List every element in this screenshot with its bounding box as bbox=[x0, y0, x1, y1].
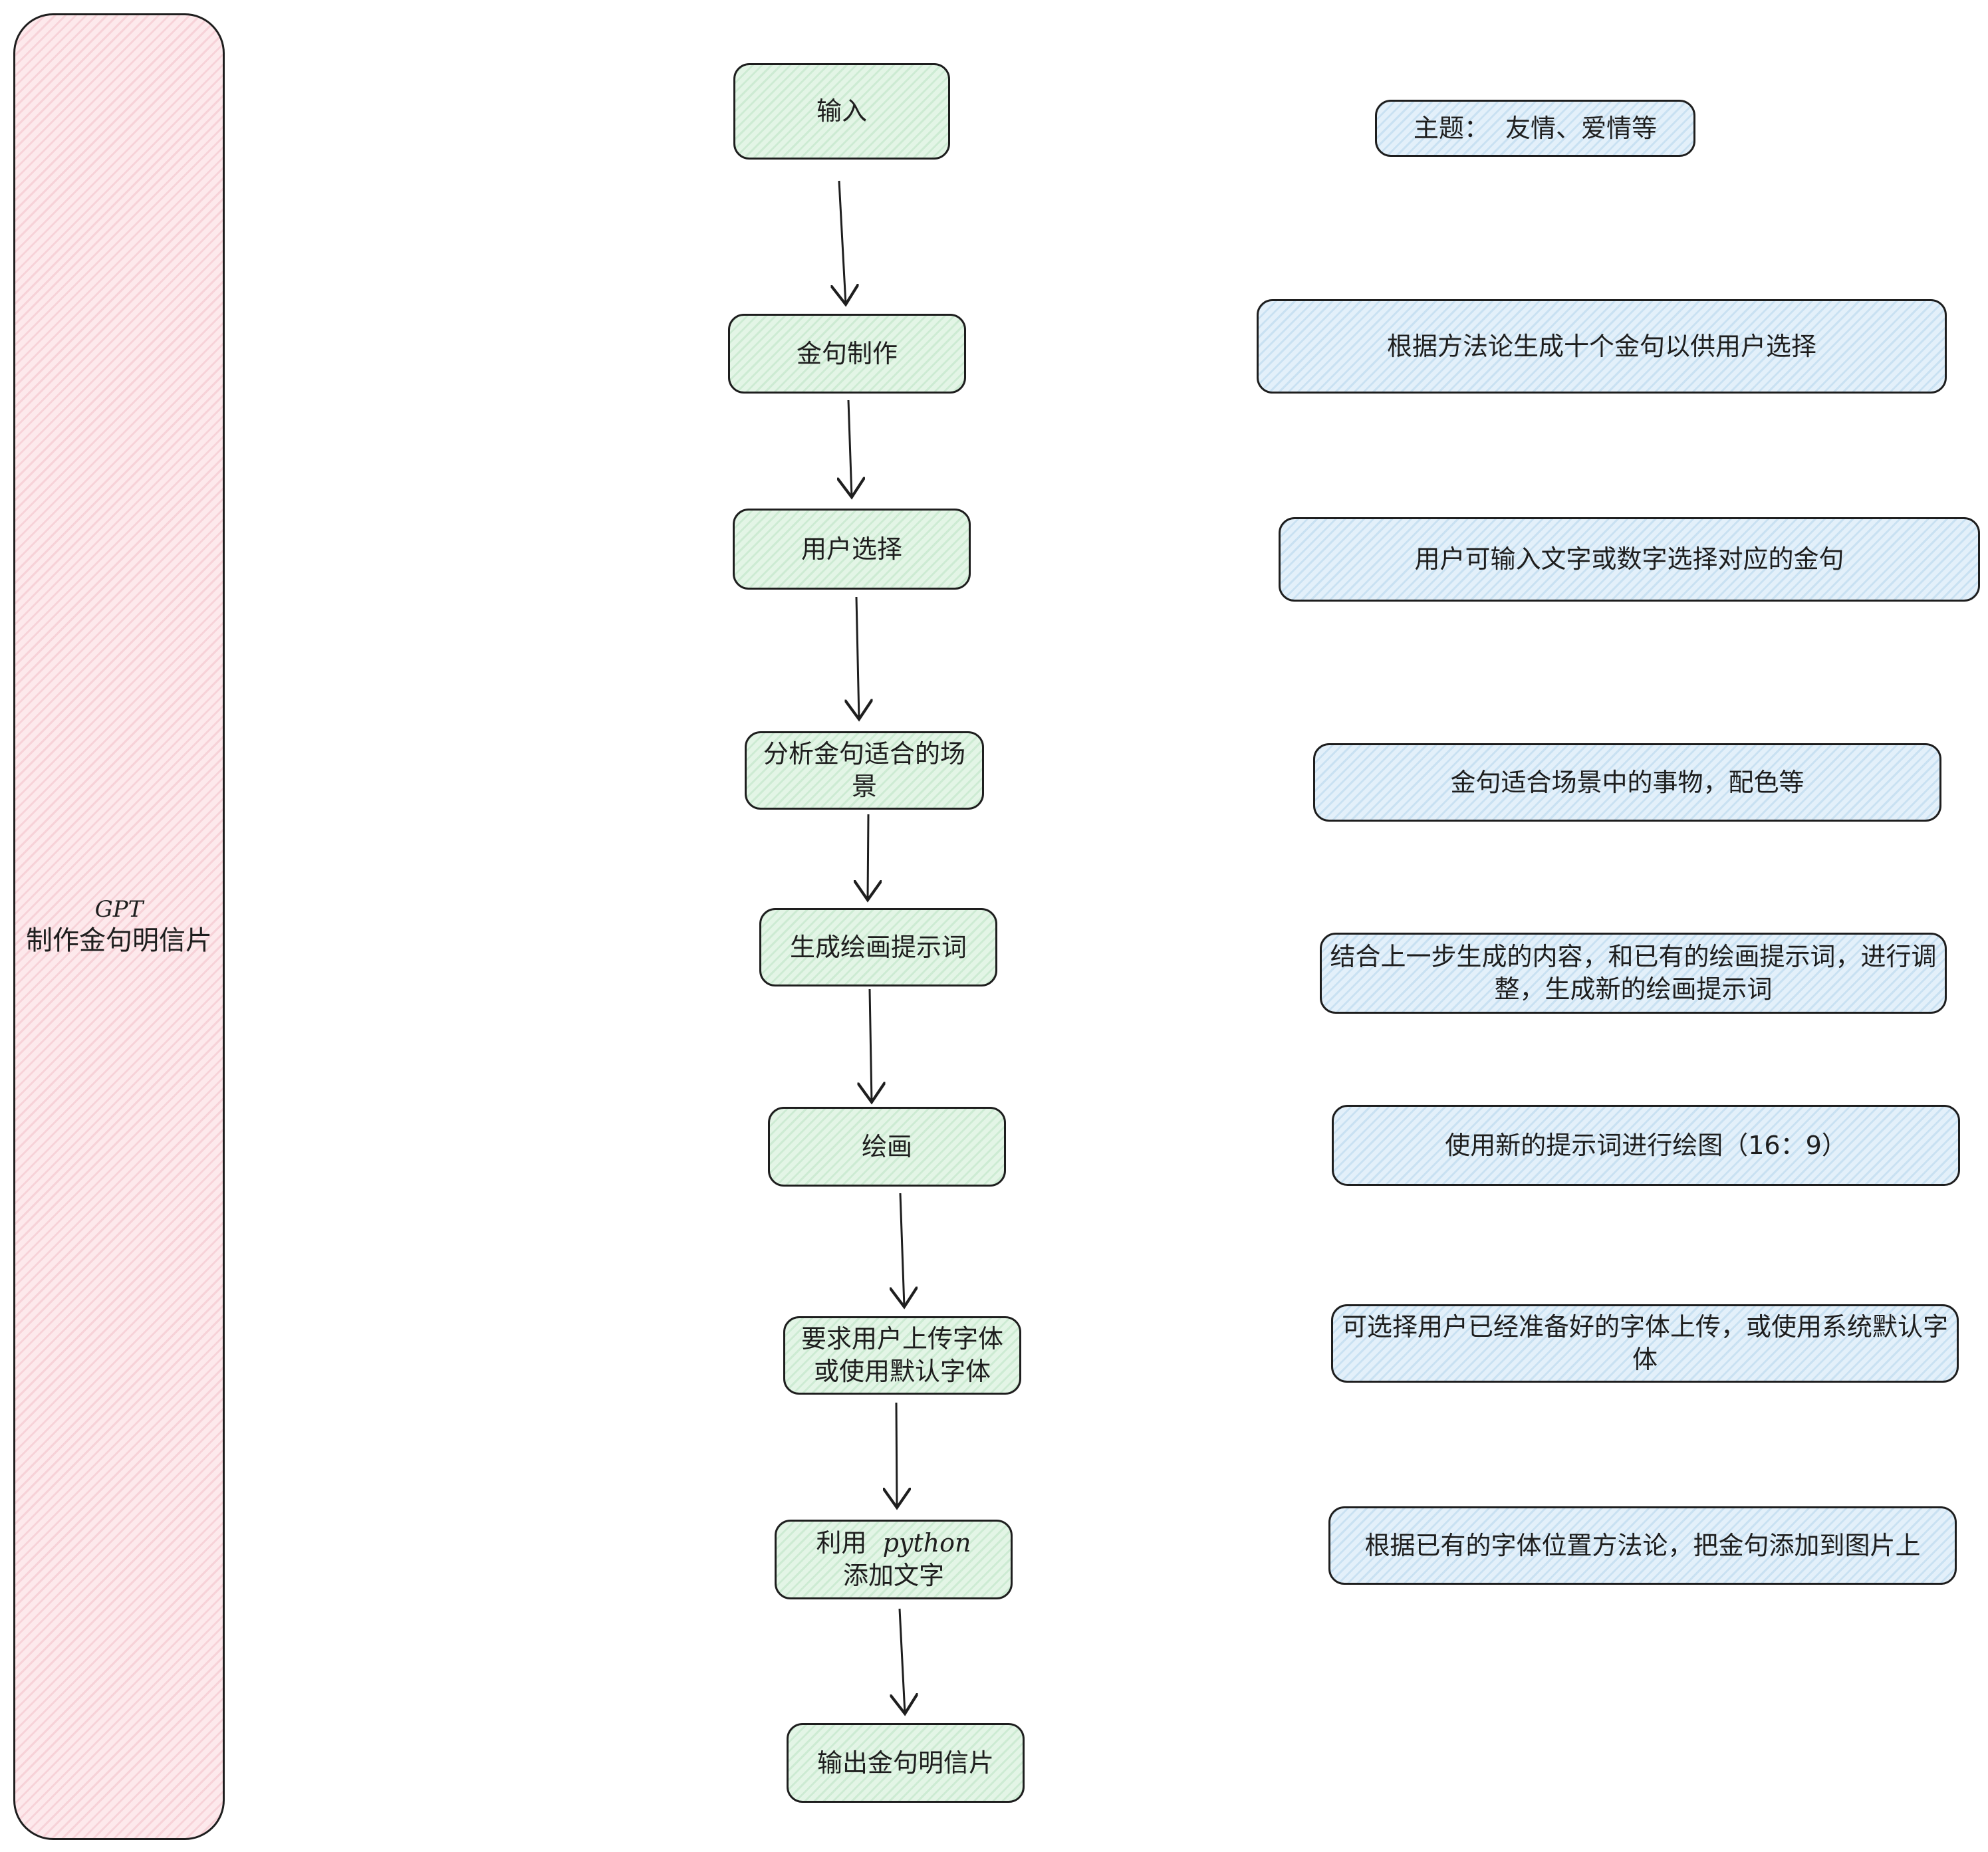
step-draw: 绘画 bbox=[768, 1107, 1006, 1187]
step-quote-making: 金句制作 bbox=[728, 314, 966, 394]
arrow-1 bbox=[839, 180, 846, 304]
note-scene-items-label: 金句适合场景中的事物，配色等 bbox=[1450, 767, 1804, 797]
note-add-quote: 根据已有的字体位置方法论，把金句添加到图片上 bbox=[1328, 1506, 1957, 1585]
note-user-input: 用户可输入文字或数字选择对应的金句 bbox=[1279, 517, 1980, 602]
note-draw-ratio: 使用新的提示词进行绘图（16：9） bbox=[1332, 1105, 1960, 1186]
note-theme-label: 主题： 友情、爱情等 bbox=[1413, 113, 1658, 143]
note-draw-ratio-label: 使用新的提示词进行绘图（16：9） bbox=[1445, 1130, 1847, 1160]
step-upload-font: 要求用户上传字体或使用默认字体 bbox=[783, 1316, 1021, 1395]
step-generate-prompt-label: 生成绘画提示词 bbox=[789, 932, 967, 962]
step-analyze-scene-label: 分析金句适合的场景 bbox=[763, 739, 965, 801]
note-theme: 主题： 友情、爱情等 bbox=[1375, 100, 1695, 157]
note-scene-items: 金句适合场景中的事物，配色等 bbox=[1313, 743, 1941, 822]
note-user-input-label: 用户可输入文字或数字选择对应的金句 bbox=[1414, 544, 1844, 574]
note-generate-ten: 根据方法论生成十个金句以供用户选择 bbox=[1257, 299, 1947, 394]
note-generate-ten-label: 根据方法论生成十个金句以供用户选择 bbox=[1386, 331, 1816, 361]
note-font-choice-label: 可选择用户已经准备好的字体上传，或使用系统默认字体 bbox=[1341, 1312, 1948, 1374]
step-analyze-scene: 分析金句适合的场景 bbox=[745, 731, 984, 810]
note-add-quote-label: 根据已有的字体位置方法论，把金句添加到图片上 bbox=[1364, 1530, 1921, 1560]
step-python-line1: 利用 python bbox=[816, 1527, 971, 1560]
arrow-6 bbox=[900, 1193, 904, 1307]
step-draw-label: 绘画 bbox=[861, 1131, 912, 1161]
arrow-3 bbox=[856, 596, 859, 719]
swimlane-title-gpt: GPT bbox=[94, 895, 144, 923]
note-font-choice: 可选择用户已经准备好的字体上传，或使用系统默认字体 bbox=[1331, 1304, 1959, 1383]
step-upload-font-label: 要求用户上传字体或使用默认字体 bbox=[801, 1324, 1003, 1386]
step-python-add-text: 利用 python 添加文字 bbox=[775, 1520, 1013, 1599]
gpt-swimlane: GPT 制作金句明信片 bbox=[13, 13, 225, 1840]
arrow-2 bbox=[848, 400, 852, 497]
step-user-select: 用户选择 bbox=[733, 509, 971, 590]
step-output-postcard-label: 输出金句明信片 bbox=[816, 1748, 994, 1778]
note-combine-prompt-label: 结合上一步生成的内容，和已有的绘画提示词，进行调整，生成新的绘画提示词 bbox=[1330, 942, 1937, 1004]
step-python-prefix: 利用 bbox=[816, 1528, 867, 1558]
note-combine-prompt: 结合上一步生成的内容，和已有的绘画提示词，进行调整，生成新的绘画提示词 bbox=[1320, 933, 1947, 1014]
arrow-8 bbox=[900, 1608, 905, 1714]
step-quote-making-label: 金句制作 bbox=[796, 338, 898, 368]
step-python-rest: 添加文字 bbox=[842, 1561, 944, 1590]
swimlane-title: 制作金句明信片 bbox=[26, 925, 212, 957]
step-generate-prompt: 生成绘画提示词 bbox=[759, 908, 997, 986]
step-input-label: 输入 bbox=[816, 96, 867, 126]
step-user-select-label: 用户选择 bbox=[801, 534, 902, 564]
arrow-7 bbox=[896, 1402, 897, 1508]
step-input: 输入 bbox=[733, 63, 950, 160]
arrow-5 bbox=[870, 988, 872, 1102]
step-python-code: python bbox=[882, 1528, 971, 1558]
step-output-postcard: 输出金句明信片 bbox=[787, 1723, 1025, 1803]
